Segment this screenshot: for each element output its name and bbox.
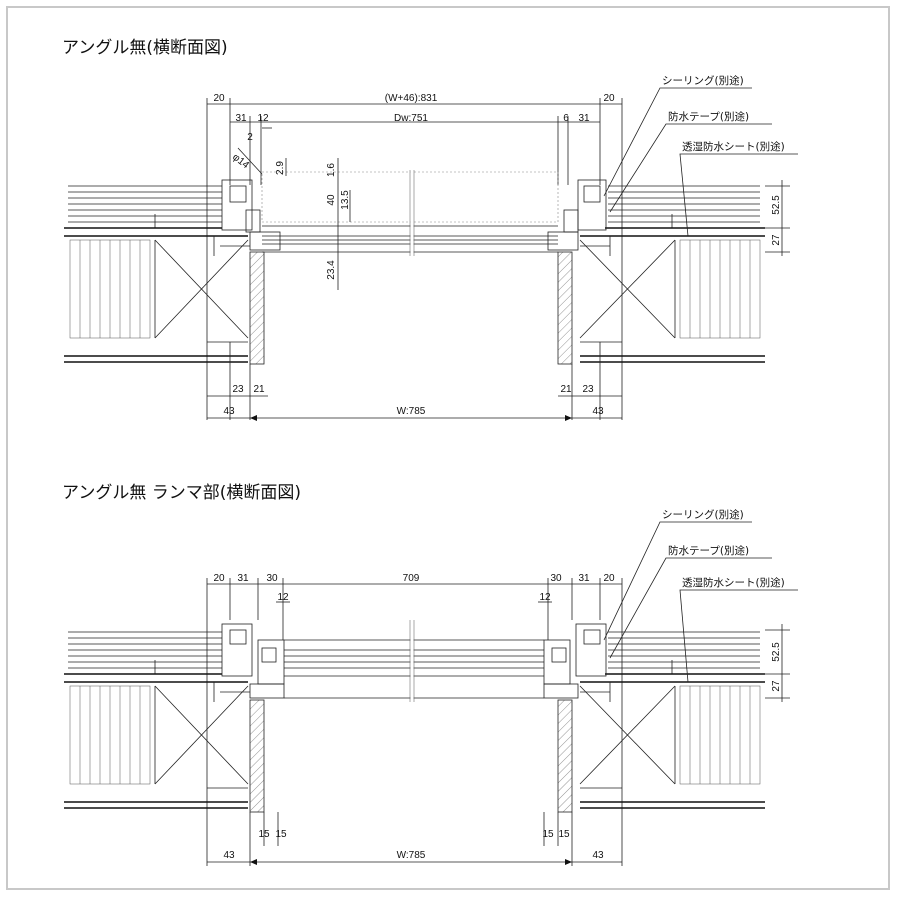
s1-dim-r43: 43 xyxy=(592,406,604,417)
s2-dim-l12: 12 xyxy=(277,592,289,603)
s2-dim-r31: 31 xyxy=(578,573,590,584)
s2-callout-sealing: シーリング(別途) xyxy=(662,508,744,521)
s1-dim-29: 2.9 xyxy=(275,161,286,175)
s2-dim-r20: 20 xyxy=(603,573,615,584)
s2-dim-l15a: 15 xyxy=(258,829,270,840)
s1-dim-l43: 43 xyxy=(223,406,235,417)
sheet-border xyxy=(6,6,890,890)
section-1-drawing: 20 (W+46):831 20 31 12 Dw:751 6 31 2 φ14… xyxy=(64,74,798,421)
section-title-2: アングル無 ランマ部(横断面図) xyxy=(62,483,301,503)
s1-dim-l21: 21 xyxy=(253,384,265,395)
s2-dim-side-lower: 27 xyxy=(771,680,782,692)
s1-dim-135: 13.5 xyxy=(340,190,351,210)
s1-dim-r23: 23 xyxy=(582,384,594,395)
s1-dim-overall: (W+46):831 xyxy=(385,93,438,104)
s2-dim-l43: 43 xyxy=(223,850,235,861)
s1-callout-sheet: 透湿防水シート(別途) xyxy=(682,140,785,153)
s1-dim-r31: 31 xyxy=(578,113,590,124)
s1-callout-tape: 防水テープ(別途) xyxy=(668,110,749,123)
s1-dim-width: W:785 xyxy=(397,406,426,417)
s1-dim-40: 40 xyxy=(326,194,337,206)
s2-dim-width: W:785 xyxy=(397,850,426,861)
s2-callout-tape: 防水テープ(別途) xyxy=(668,544,749,557)
s1-dim-side-upper: 52.5 xyxy=(771,195,782,215)
s1-dim-l23: 23 xyxy=(232,384,244,395)
s1-dim-left-end: 20 xyxy=(213,93,225,104)
s1-dim-phi: φ14 xyxy=(230,152,251,172)
s2-dim-r15a: 15 xyxy=(542,829,554,840)
s2-dim-r43: 43 xyxy=(592,850,604,861)
s2-dim-l31: 31 xyxy=(237,573,249,584)
section-2-drawing: 20 31 30 709 30 31 20 12 12 52.5 27 15 1… xyxy=(64,508,798,866)
s1-dim-l31: 31 xyxy=(235,113,247,124)
s1-dim-right-end: 20 xyxy=(603,93,615,104)
s1-callout-sealing: シーリング(別途) xyxy=(662,74,744,87)
s2-dim-inner: 709 xyxy=(403,573,420,584)
s2-dim-side-upper: 52.5 xyxy=(771,642,782,662)
s1-dim-l12: 12 xyxy=(257,113,269,124)
s1-dim-r21: 21 xyxy=(560,384,572,395)
s1-dim-side-lower: 27 xyxy=(771,234,782,246)
s1-dim-234: 23.4 xyxy=(326,260,337,280)
s2-dim-r15b: 15 xyxy=(558,829,570,840)
section-title-1: アングル無(横断面図) xyxy=(62,38,228,58)
s2-dim-l30: 30 xyxy=(266,573,278,584)
s2-dim-l15b: 15 xyxy=(275,829,287,840)
s1-dim-inner: Dw:751 xyxy=(394,113,428,124)
s1-dim-2: 2 xyxy=(247,132,253,143)
s2-callout-sheet: 透湿防水シート(別途) xyxy=(682,576,785,589)
s1-dim-r6: 6 xyxy=(563,113,569,124)
s2-dim-r30: 30 xyxy=(550,573,562,584)
s2-dim-r12: 12 xyxy=(539,592,551,603)
s1-dim-16: 1.6 xyxy=(326,163,337,177)
s2-dim-l20: 20 xyxy=(213,573,225,584)
